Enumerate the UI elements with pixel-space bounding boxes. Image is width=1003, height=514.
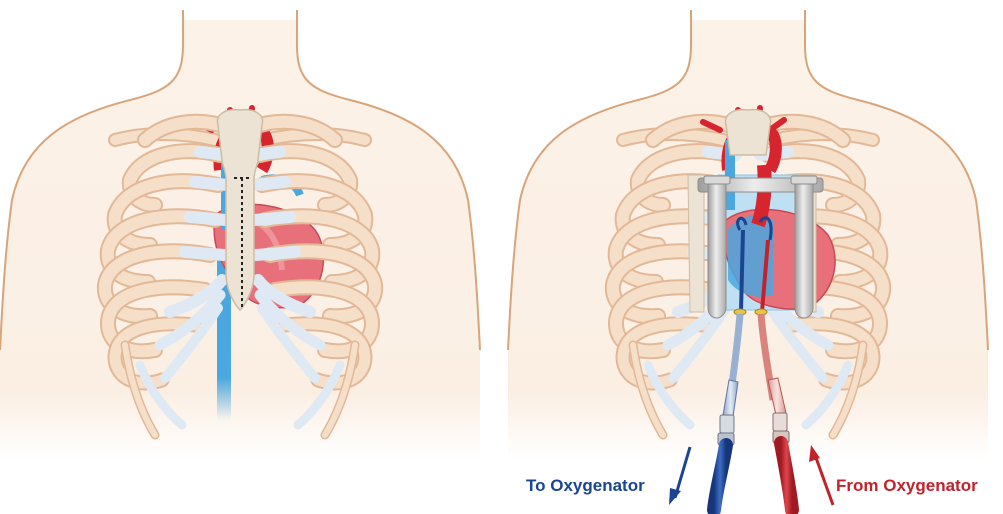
to-oxygenator-label: To Oxygenator (526, 476, 645, 496)
panel-open-chest-cannulated (508, 10, 988, 510)
from-oxygenator-label: From Oxygenator (836, 476, 978, 496)
panel-closed-chest (0, 10, 480, 460)
